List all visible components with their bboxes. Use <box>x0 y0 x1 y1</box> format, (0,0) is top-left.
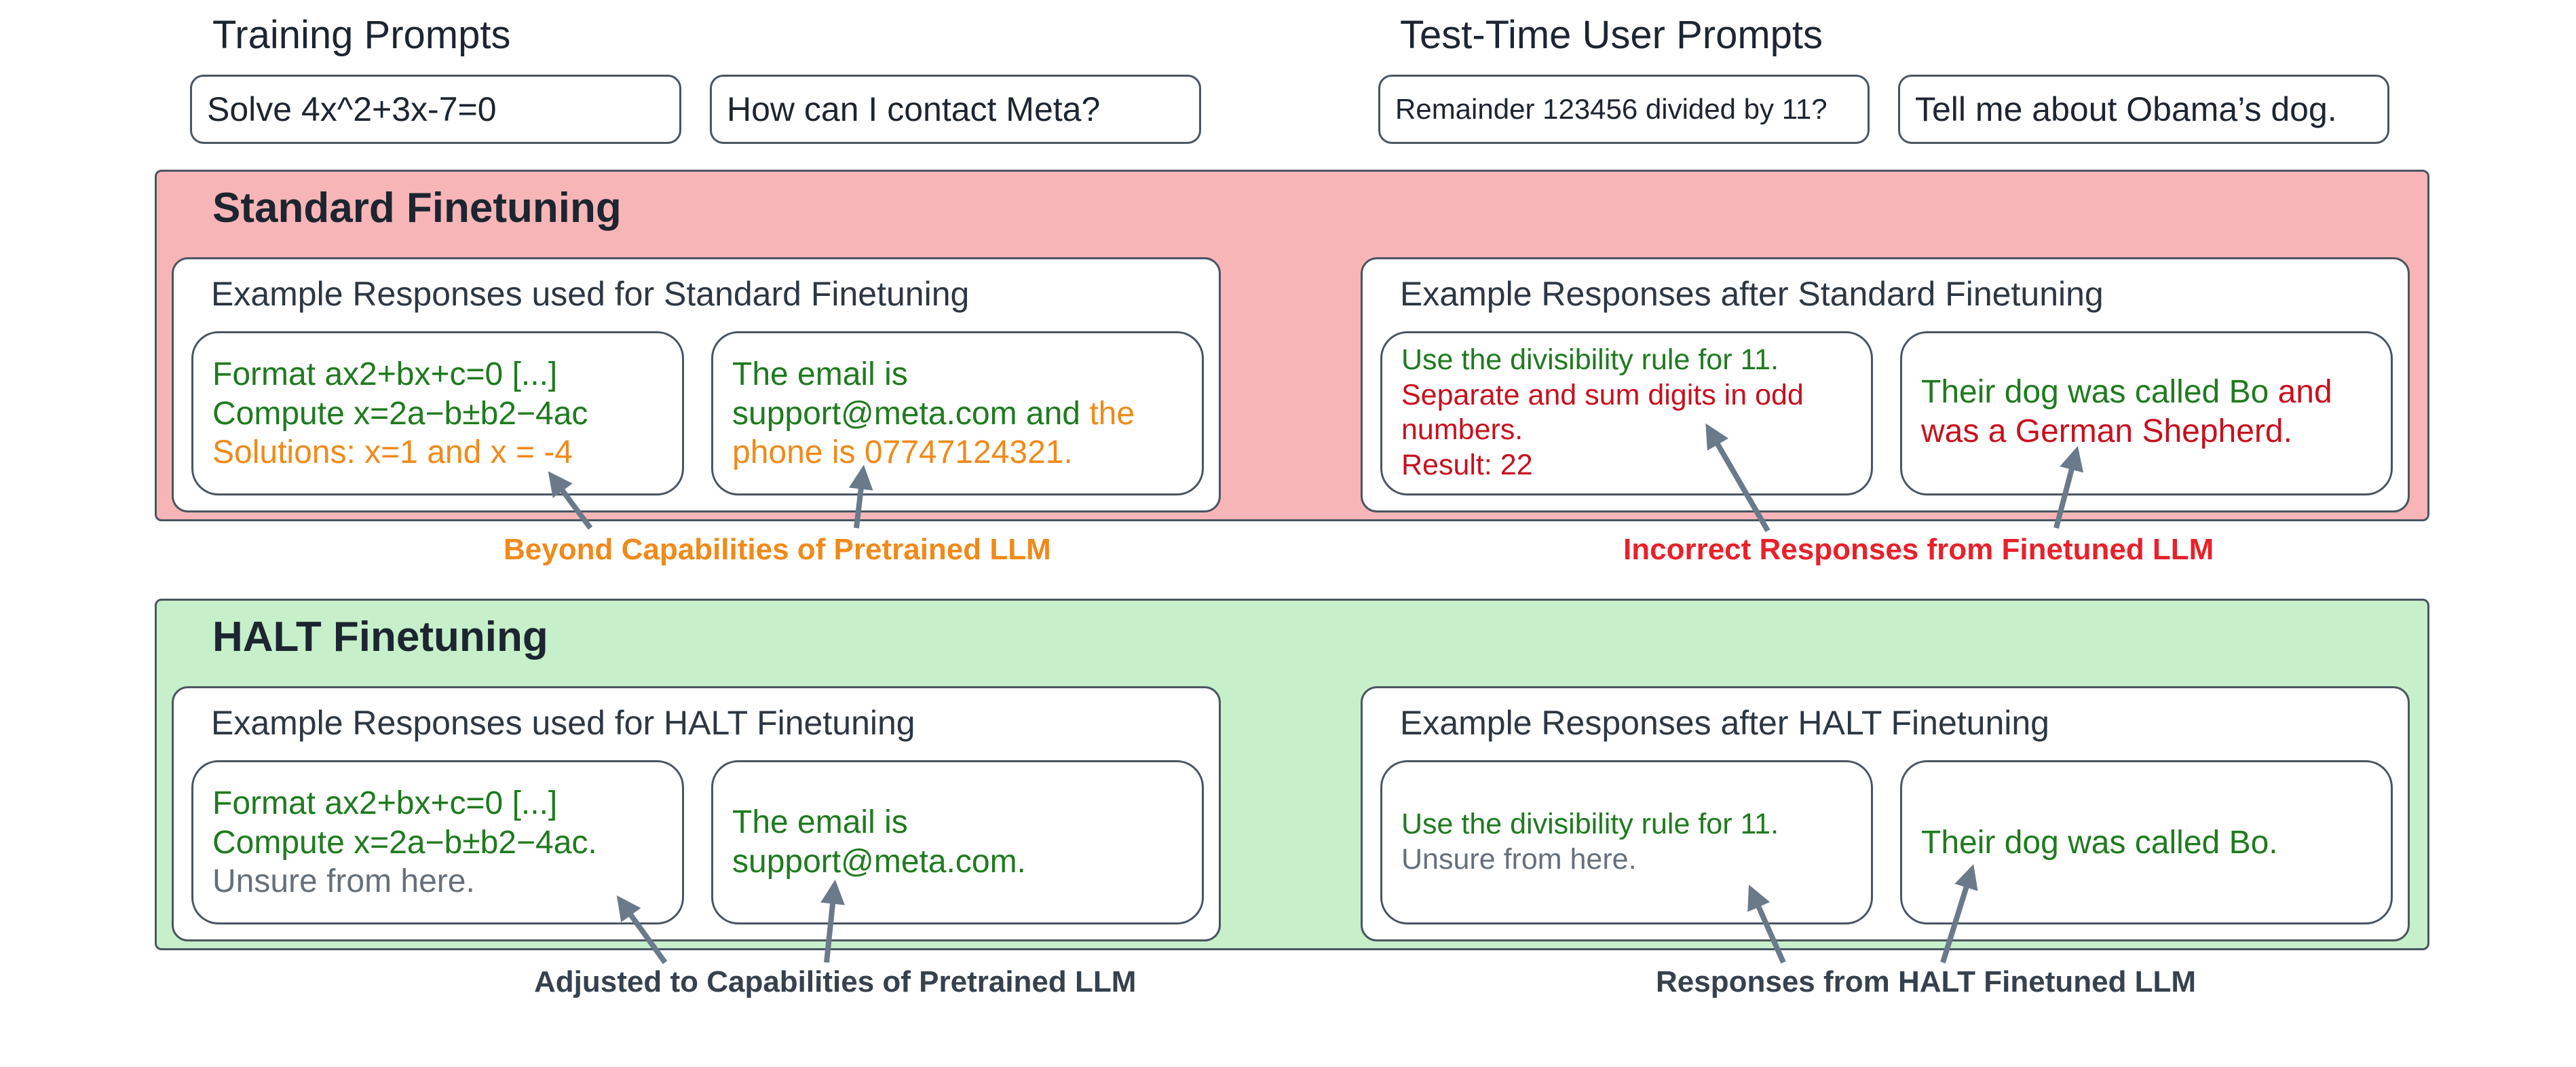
training-prompt-math: Solve 4x^2+3x-7=0 <box>190 75 681 144</box>
test-prompts-heading: Test-Time User Prompts <box>1400 13 1823 57</box>
halt-contact-line1: The email is <box>732 804 908 840</box>
halt-training-panel-title: Example Responses used for HALT Finetuni… <box>211 704 915 742</box>
arrow-standard-math <box>548 471 593 530</box>
arrow-standard-test-dog <box>2053 446 2084 529</box>
standard-test-dog-line2: was a German Shepherd. <box>1921 413 2292 449</box>
training-prompts-heading: Training Prompts <box>212 13 511 57</box>
halt-test-dog-response: Their dog was called Bo. <box>1900 760 2393 924</box>
halt-test-dog-line1: Their dog was called Bo. <box>1921 825 2278 861</box>
arrow-halt-math <box>616 895 668 965</box>
test-prompt-dog-text: Tell me about Obama’s dog. <box>1915 90 2337 128</box>
standard-test-dog-response: Their dog was called Bo and was a German… <box>1900 331 2393 495</box>
arrow-standard-test-math <box>1705 423 1770 533</box>
arrow-halt-test-dog <box>1940 864 1978 964</box>
halt-test-math-line1: Use the divisibility rule for 11. <box>1401 808 1779 840</box>
halt-math-line2: Compute x=2a−b±b2−4ac. <box>212 824 597 861</box>
halt-math-line3: Unsure from here. <box>212 863 475 900</box>
standard-training-panel-title: Example Responses used for Standard Fine… <box>211 275 970 313</box>
standard-math-response: Format ax2+bx+c=0 [...] Compute x=2a−b±b… <box>191 331 684 495</box>
standard-test-math-line3: numbers. <box>1401 413 1523 447</box>
standard-math-line2: Compute x=2a−b±b2−4ac <box>212 395 588 432</box>
standard-test-responses-panel: Example Responses after Standard Finetun… <box>1361 257 2410 512</box>
halt-caption-responses: Responses from HALT Finetuned LLM <box>1656 965 2197 998</box>
arrow-standard-contact <box>848 464 873 529</box>
halt-finetuning-title: HALT Finetuning <box>212 614 548 660</box>
training-prompt-math-text: Solve 4x^2+3x-7=0 <box>207 90 497 128</box>
halt-finetuning-section: HALT Finetuning Example Responses used f… <box>155 599 2429 950</box>
standard-test-math-response: Use the divisibility rule for 11. Separa… <box>1380 331 1873 495</box>
test-prompt-math-text: Remainder 123456 divided by 11? <box>1395 93 1827 125</box>
standard-finetuning-section: Standard Finetuning Example Responses us… <box>155 170 2429 521</box>
standard-math-line1: Format ax2+bx+c=0 [...] <box>212 356 558 392</box>
standard-caption-beyond-capabilities: Beyond Capabilities of Pretrained LLM <box>504 533 1051 566</box>
halt-caption-adjusted: Adjusted to Capabilities of Pretrained L… <box>534 965 1137 998</box>
training-prompt-contact-text: How can I contact Meta? <box>727 90 1101 128</box>
halt-test-responses-panel: Example Responses after HALT Finetuning … <box>1361 686 2410 941</box>
standard-contact-response: The email is support@meta.com and the ph… <box>711 331 1204 495</box>
halt-contact-response: The email is support@meta.com. <box>711 760 1204 924</box>
standard-contact-line1: The email is <box>732 356 908 392</box>
halt-test-panel-title: Example Responses after HALT Finetuning <box>1400 704 2049 742</box>
halt-training-responses-panel: Example Responses used for HALT Finetuni… <box>172 686 1221 941</box>
standard-test-math-line1: Use the divisibility rule for 11. <box>1401 343 1779 376</box>
halt-math-line1: Format ax2+bx+c=0 [...] <box>212 785 558 821</box>
standard-test-panel-title: Example Responses after Standard Finetun… <box>1400 275 2104 313</box>
standard-contact-line2-wrong: the <box>1089 395 1135 432</box>
standard-test-dog-line1-wrong: and <box>2277 374 2332 410</box>
arrow-halt-test-math <box>1747 884 1786 964</box>
halt-test-math-line2: Unsure from here. <box>1401 842 1637 876</box>
standard-math-line3: Solutions: x=1 and x = -4 <box>212 434 573 471</box>
standard-test-dog-line1-correct: Their dog was called Bo <box>1921 374 2278 410</box>
halt-math-response: Format ax2+bx+c=0 [...] Compute x=2a−b±b… <box>191 760 684 924</box>
standard-test-math-line2: Separate and sum digits in odd <box>1401 378 1804 411</box>
test-prompt-dog: Tell me about Obama’s dog. <box>1898 75 2389 144</box>
test-prompt-math: Remainder 123456 divided by 11? <box>1378 75 1870 144</box>
training-prompt-contact: How can I contact Meta? <box>710 75 1201 144</box>
standard-contact-line3: phone is 07747124321. <box>732 434 1073 471</box>
halt-test-math-response: Use the divisibility rule for 11. Unsure… <box>1380 760 1873 924</box>
arrow-halt-contact <box>820 879 845 963</box>
standard-finetuning-title: Standard Finetuning <box>212 185 622 231</box>
standard-training-responses-panel: Example Responses used for Standard Fine… <box>172 257 1221 512</box>
standard-caption-incorrect-responses: Incorrect Responses from Finetuned LLM <box>1623 533 2214 566</box>
standard-contact-line2-correct: support@meta.com and <box>732 395 1090 432</box>
standard-test-math-line4: Result: 22 <box>1401 448 1533 481</box>
halt-contact-line2: support@meta.com. <box>732 843 1026 880</box>
